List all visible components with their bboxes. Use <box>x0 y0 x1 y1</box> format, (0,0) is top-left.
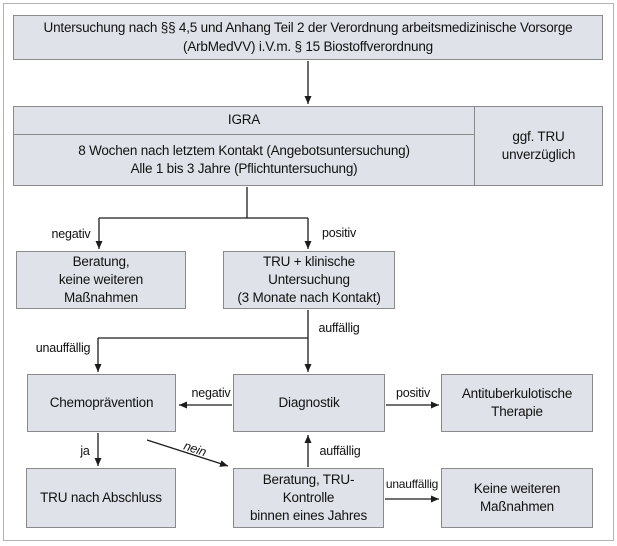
node-keine-weiteren-line1: Keine weiteren <box>473 480 561 496</box>
node-beratung-keine-massnahmen: Beratung, keine weiteren Maßnahmen <box>16 251 186 309</box>
node-tru-note-line2: unverzüglich <box>501 147 576 162</box>
node-beratung-keine-line3: Maßnahmen <box>64 290 138 305</box>
node-diagnostik-label: Diagnostik <box>278 394 340 410</box>
node-tru-klinische-untersuchung: TRU + klinische Untersuchung (3 Monate n… <box>223 251 395 309</box>
node-regulation-line2: (ArbMedVV) i.V.m. § 15 Biostoffverordnun… <box>183 38 433 54</box>
edge-label-unauffaellig-1: unauffällig <box>35 341 91 355</box>
node-igra-detail-line2: Alle 1 bis 3 Jahre (Pflichtuntersuchung) <box>130 161 358 176</box>
node-keine-weiteren-line2: Maßnahmen <box>480 499 554 514</box>
node-antituberkulotische-therapie: Antituberkulotische Therapie <box>441 374 593 432</box>
node-keine-weiteren-massnahmen: Keine weiteren Maßnahmen <box>441 468 593 528</box>
node-tru-abschluss-label: TRU nach Abschluss <box>40 489 162 505</box>
node-chemo-label: Chemoprävention <box>49 394 154 410</box>
node-tru-klinisch-line1: TRU + klinische <box>263 254 355 269</box>
node-regulation: Untersuchung nach §§ 4,5 und Anhang Teil… <box>13 15 603 60</box>
node-beratung-keine-line2: keine weiteren <box>58 272 144 287</box>
node-igra-details: 8 Wochen nach letztem Kontakt (Angebotsu… <box>14 135 474 185</box>
node-igra: IGRA 8 Wochen nach letztem Kontakt (Ange… <box>13 106 603 186</box>
edge-label-positiv-2: positiv <box>395 386 431 400</box>
node-igra-detail-line1: 8 Wochen nach letztem Kontakt (Angebotsu… <box>78 142 410 158</box>
node-tru-nach-abschluss: TRU nach Abschluss <box>26 468 176 528</box>
node-igra-title: IGRA <box>227 112 261 128</box>
edge-label-auffaellig-1: auffällig <box>318 321 360 335</box>
node-diagnostik: Diagnostik <box>233 374 385 432</box>
node-igra-header: IGRA <box>14 107 474 135</box>
node-tru-klinisch-line3: (3 Monate nach Kontakt) <box>237 290 381 305</box>
edge-label-unauffaellig-2: unauffällig <box>385 477 439 491</box>
node-regulation-line1: Untersuchung nach §§ 4,5 und Anhang Teil… <box>43 20 573 35</box>
edge-label-negativ-1: negativ <box>51 227 91 241</box>
node-tru-note: ggf. TRU unverzüglich <box>474 107 602 185</box>
node-antitub-line1: Antituberkulotische <box>461 385 573 401</box>
node-beratung-keine-line1: Beratung, <box>72 254 130 269</box>
node-antitub-line2: Therapie <box>491 404 543 419</box>
edge-label-ja: ja <box>80 444 90 458</box>
node-beratung-tru-line2: Kontrolle <box>282 490 335 505</box>
node-tru-klinisch-line2: Untersuchung <box>268 272 350 287</box>
node-chemopraevention: Chemoprävention <box>27 374 176 432</box>
node-tru-note-line1: ggf. TRU <box>512 128 565 144</box>
edge-label-auffaellig-2: auffällig <box>319 444 361 458</box>
node-beratung-tru-line1: Beratung, TRU- <box>262 472 355 487</box>
node-beratung-tru-kontrolle: Beratung, TRU- Kontrolle binnen eines Ja… <box>233 468 384 528</box>
edge-label-negativ-2: negativ <box>191 386 231 400</box>
edge-label-positiv-1: positiv <box>321 226 357 240</box>
outer-frame <box>3 3 614 541</box>
node-beratung-tru-line3: binnen eines Jahres <box>249 508 368 523</box>
